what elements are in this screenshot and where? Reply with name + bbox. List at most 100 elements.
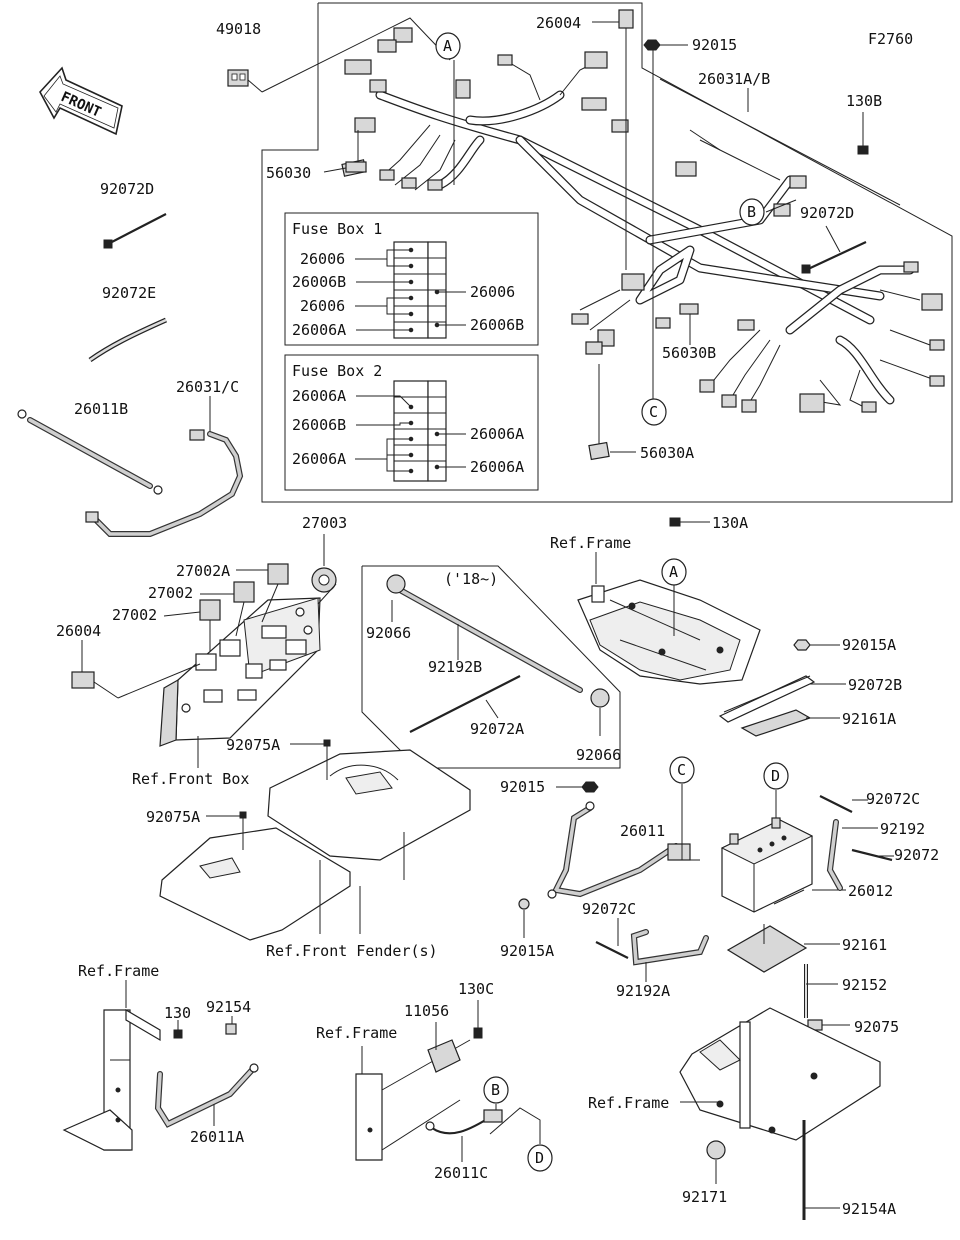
label-92161: 92161 — [842, 936, 887, 954]
connector-49018 — [227, 69, 263, 93]
label-49018: 49018 — [216, 20, 261, 38]
ref-circle-c-top-label: C — [649, 403, 658, 421]
fuse-box-1-left-label-4: 26006A — [292, 321, 346, 339]
label-11056: 11056 — [404, 1002, 449, 1020]
label-130: 130 — [164, 1004, 191, 1022]
label-92072e: 92072E — [102, 284, 156, 302]
leader-26031ab — [659, 78, 901, 206]
nut-92171 — [706, 1140, 726, 1184]
hose-92192a — [630, 929, 709, 982]
label-ref-frame-bm: Ref.Frame — [316, 1024, 397, 1042]
label-92072b: 92072B — [848, 676, 902, 694]
label-92154: 92154 — [206, 998, 251, 1016]
label-92161a: 92161A — [842, 710, 896, 728]
relay-27003 — [311, 534, 337, 605]
cable-26031c — [85, 396, 244, 537]
bolt-130b — [857, 112, 869, 155]
hose-92192 — [826, 819, 878, 891]
fuse-box-2-panel: Fuse Box 2 26006A 26006B 26006A 26006A 2… — [284, 354, 539, 491]
bolt-130a — [669, 517, 710, 527]
relay-26004-left — [71, 640, 201, 699]
fuse-box-1-right-label-1: 26006 — [470, 283, 515, 301]
label-92072c-mid: 92072C — [582, 900, 636, 918]
bracket-11056 — [427, 1022, 461, 1073]
rod-92154a — [802, 1120, 840, 1220]
label-92066-1: 92066 — [366, 624, 411, 642]
fuse-box-1-right-label-2: 26006B — [470, 316, 524, 334]
label-ref-frame-top: Ref.Frame — [550, 534, 631, 552]
model-note: ('18~) — [444, 570, 498, 588]
label-92072: 92072 — [894, 846, 939, 864]
label-92075a-1: 92075A — [226, 736, 280, 754]
cable-26011 — [547, 801, 691, 899]
label-130a: 130A — [712, 514, 748, 532]
fuse-box-2-title: Fuse Box 2 — [292, 362, 382, 380]
rivet-92075a-1 — [290, 739, 331, 780]
label-56030: 56030 — [266, 164, 311, 182]
battery-26012 — [720, 817, 846, 913]
leader-49018 — [261, 17, 451, 93]
nut-92015-mid — [556, 781, 599, 793]
label-92015-mid: 92015 — [500, 778, 545, 796]
label-92192a: 92192A — [616, 982, 670, 1000]
ref-circle-d-battery: D — [763, 762, 789, 818]
label-27003: 27003 — [302, 514, 347, 532]
fuse-box-1-left-label-2: 26006B — [292, 273, 346, 291]
band-92072e — [88, 317, 168, 363]
mat-92161 — [726, 924, 840, 973]
harness-group-outline — [261, 2, 953, 503]
label-56030a: 56030A — [640, 444, 694, 462]
kit-2018-group: ('18~) — [361, 565, 621, 769]
label-92075a-2: 92075A — [146, 808, 200, 826]
bolt-130c — [473, 1000, 483, 1039]
nut-92015a-right — [793, 639, 840, 651]
holder-92072b — [718, 675, 846, 723]
label-56030b: 56030B — [662, 344, 716, 362]
label-130c: 130C — [458, 980, 494, 998]
label-92192b: 92192B — [428, 658, 482, 676]
relay-26004-top — [592, 9, 634, 270]
ref-circle-b-bottom-label: B — [491, 1081, 500, 1099]
bolt-130 — [173, 1020, 183, 1039]
cable-26011c — [425, 1109, 503, 1162]
front-fenders — [159, 749, 471, 941]
clamp-92072d-right — [801, 225, 867, 274]
ref-circle-a-top-label: A — [443, 37, 452, 55]
leader-b-circle — [765, 199, 797, 213]
figure-code: F2760 — [868, 30, 913, 48]
fuse-box-1-left-label-3: 26006 — [300, 297, 345, 315]
clip-92075 — [807, 1019, 850, 1031]
label-ref-front-fenders: Ref.Front Fender(s) — [266, 942, 438, 960]
tie-92072 — [851, 848, 894, 862]
fuse-box-1-panel: Fuse Box 1 26006 26006B 26006 26006A 260… — [284, 212, 539, 346]
main-harness-26031 — [341, 27, 945, 413]
label-92072d-left: 92072D — [100, 180, 154, 198]
ref-circle-b-bottom: B — [483, 1076, 509, 1110]
label-92072c-right: 92072C — [866, 790, 920, 808]
label-26031ab: 26031A/B — [698, 70, 770, 88]
label-27002-lower: 27002 — [112, 606, 157, 624]
label-ref-frame-bl: Ref.Frame — [78, 962, 159, 980]
fuse-box-2-right-label-1: 26006A — [470, 425, 524, 443]
label-26011: 26011 — [620, 822, 665, 840]
relay-27002-lower — [163, 599, 221, 652]
label-ref-front-box: Ref.Front Box — [132, 770, 249, 788]
ref-circle-c-battery: C — [669, 756, 700, 861]
label-92066-2: 92066 — [576, 746, 621, 764]
label-92015-top: 92015 — [692, 36, 737, 54]
fuse-box-2-left-label-1: 26006A — [292, 387, 346, 405]
label-26004-left: 26004 — [56, 622, 101, 640]
ref-circle-c-top: C — [641, 398, 667, 426]
frame-top-right — [577, 552, 761, 685]
label-27002a: 27002A — [176, 562, 230, 580]
label-ref-frame-br: Ref.Frame — [588, 1094, 669, 1112]
ref-circle-d-battery-label: D — [771, 767, 780, 785]
nut-92015a-mid — [518, 898, 530, 938]
label-26031c: 26031/C — [176, 378, 239, 396]
label-92015a-right: 92015A — [842, 636, 896, 654]
label-27002-upper: 27002 — [148, 584, 193, 602]
label-92072a: 92072A — [470, 720, 524, 738]
label-26004-top: 26004 — [536, 14, 581, 32]
nut-92015-top — [643, 39, 688, 400]
